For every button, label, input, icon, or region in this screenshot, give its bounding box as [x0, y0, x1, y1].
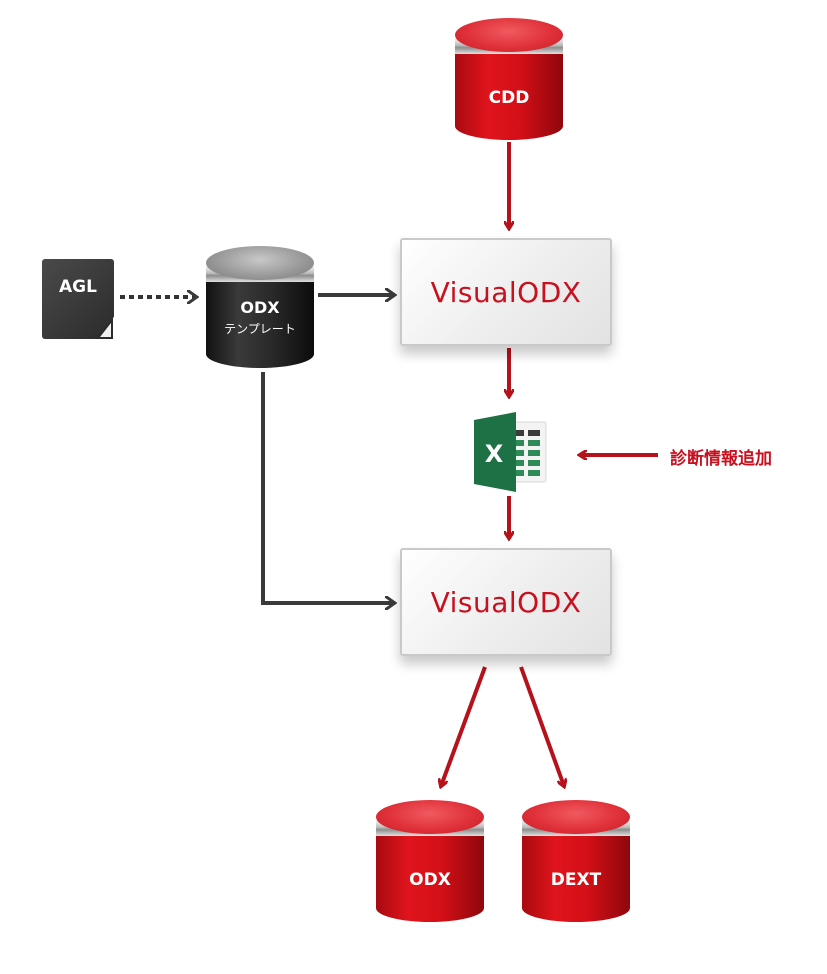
odx-output-database: ODX — [376, 800, 484, 922]
visualodx-bottom-label: VisualODX — [430, 585, 582, 619]
edge-odx-template-to-visualodx-bottom — [261, 372, 394, 603]
odx-output-label: ODX — [409, 870, 451, 890]
page-fold-icon — [96, 318, 113, 339]
agl-document-icon: AGL — [42, 259, 114, 339]
excel-file-icon: X — [474, 412, 547, 492]
odx-template-label-line1: ODX — [240, 298, 280, 317]
visualodx-top-label: VisualODX — [430, 275, 582, 309]
edge-visualodx-to-odx — [441, 666, 487, 786]
excel-x-glyph: X — [485, 440, 504, 468]
dext-output-label: DEXT — [550, 870, 602, 890]
odx-template-database: ODX テンプレート — [206, 246, 314, 368]
annotation-add-diagnostic-info: 診断情報追加 — [670, 449, 772, 469]
visualodx-process-bottom: VisualODX — [400, 548, 612, 656]
agl-label: AGL — [59, 277, 97, 297]
cdd-label: CDD — [488, 88, 530, 108]
cdd-database: CDD — [455, 18, 563, 140]
odx-template-label-line2: テンプレート — [224, 322, 296, 336]
edge-visualodx-to-dext — [519, 666, 564, 786]
dext-output-database: DEXT — [522, 800, 630, 922]
visualodx-process-top: VisualODX — [400, 238, 612, 346]
